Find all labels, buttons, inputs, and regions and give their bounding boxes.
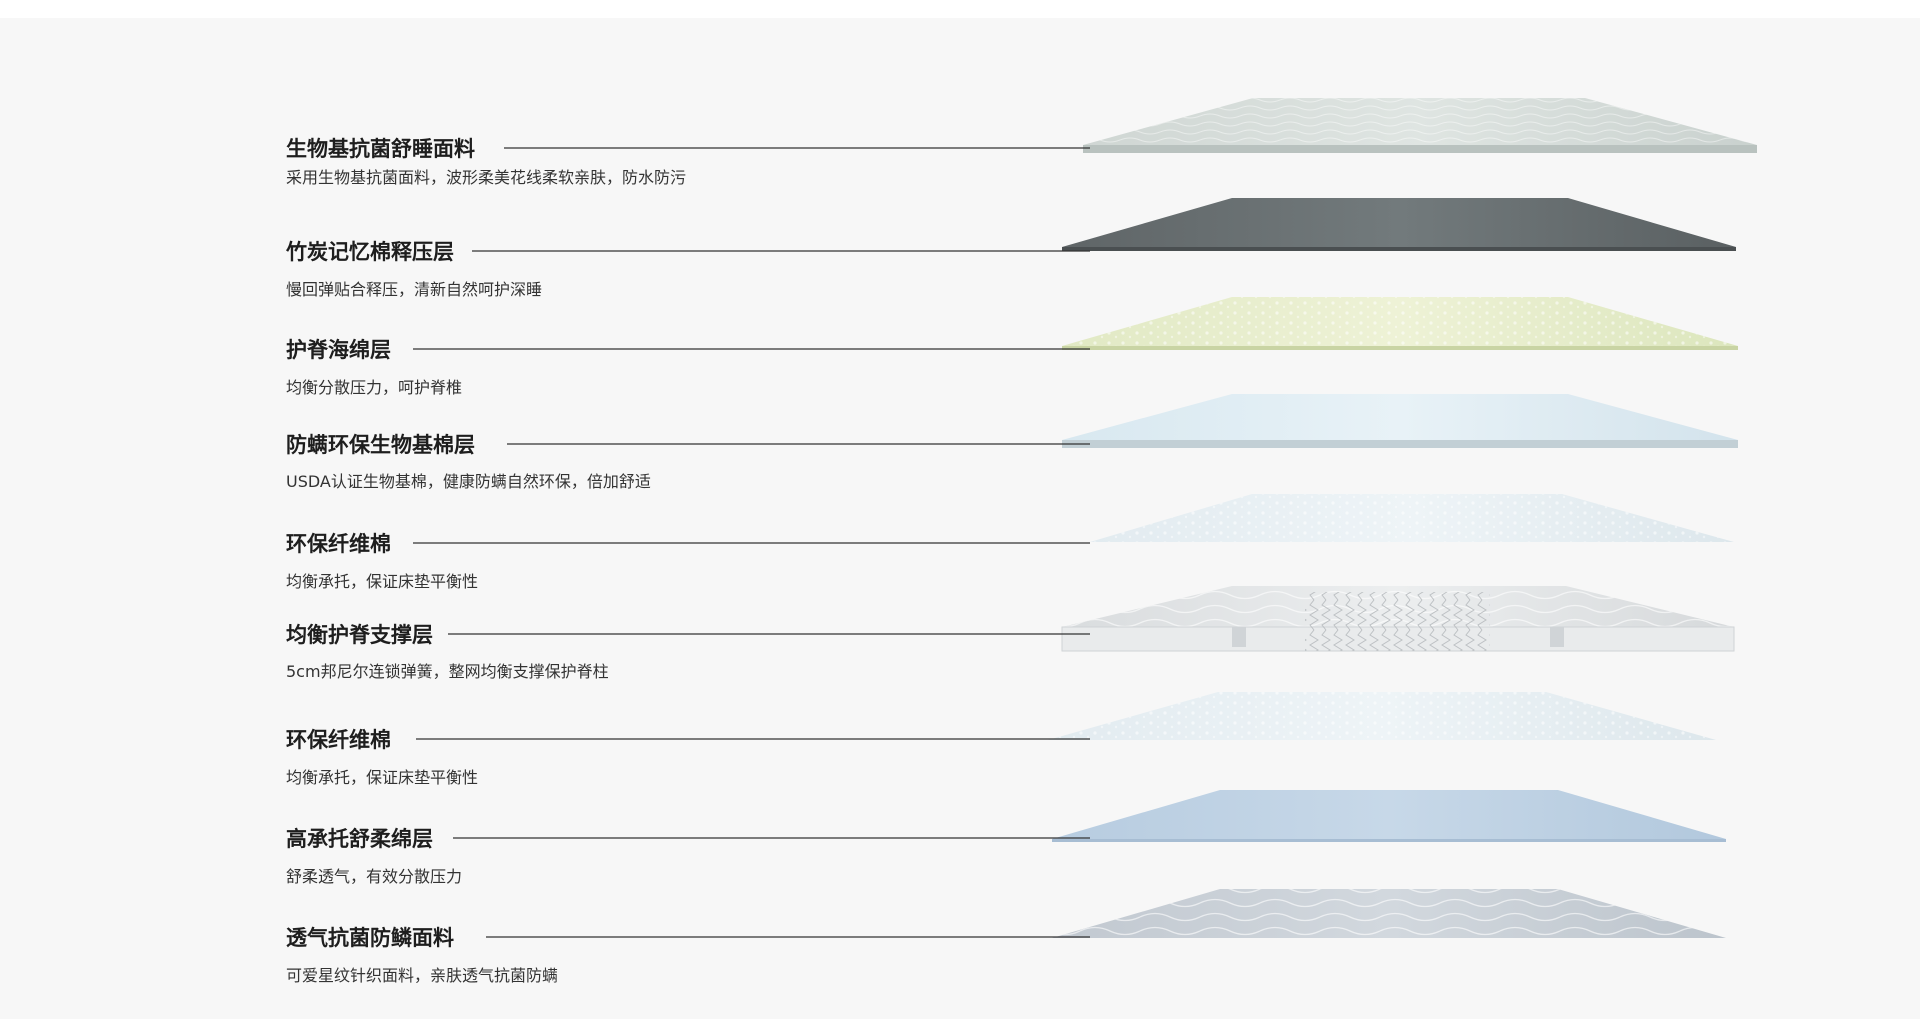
layer-title: 环保纤维棉 bbox=[286, 728, 391, 752]
layer-4-cotton bbox=[1062, 394, 1738, 448]
layer-description: 可爱星纹针织面料，亲肤透气抗菌防螨 bbox=[286, 966, 559, 985]
layer-3-sponge bbox=[1062, 297, 1738, 350]
layer-1-fabric bbox=[1083, 98, 1757, 153]
leader-lines bbox=[413, 147, 1090, 938]
layer-label-4: 防螨环保生物基棉层 USDA认证生物基棉，健康防螨自然环保，倍加舒适 bbox=[286, 432, 806, 492]
layer-description: 采用生物基抗菌面料，波形柔美花线柔软亲肤，防水防污 bbox=[286, 168, 687, 187]
layer-title: 护脊海绵层 bbox=[286, 338, 391, 362]
layer-6-springs bbox=[1061, 586, 1735, 652]
layer-description: USDA认证生物基棉，健康防螨自然环保，倍加舒适 bbox=[286, 472, 651, 491]
layer-title: 生物基抗菌舒睡面料 bbox=[286, 137, 475, 161]
layer-2-charcoal-foam bbox=[1062, 198, 1736, 251]
layer-label-7: 环保纤维棉 均衡承托，保证床垫平衡性 bbox=[286, 727, 806, 788]
layer-8-comfort-foam bbox=[1052, 790, 1726, 842]
layer-title: 高承托舒柔绵层 bbox=[286, 827, 433, 851]
layer-5-fiber bbox=[1090, 494, 1734, 542]
layer-title: 防螨环保生物基棉层 bbox=[286, 433, 475, 457]
layer-label-6: 均衡护脊支撑层 5cm邦尼尔连锁弹簧，整网均衡支撑保护脊柱 bbox=[286, 622, 806, 682]
layer-description: 均衡承托，保证床垫平衡性 bbox=[286, 768, 479, 787]
layer-label-5: 环保纤维棉 均衡承托，保证床垫平衡性 bbox=[286, 531, 806, 592]
layer-label-9: 透气抗菌防鳞面料 可爱星纹针织面料，亲肤透气抗菌防螨 bbox=[286, 925, 806, 986]
layer-9-knit-fabric bbox=[1052, 889, 1726, 938]
layer-description: 均衡承托，保证床垫平衡性 bbox=[286, 572, 479, 591]
layer-label-3: 护脊海绵层 均衡分散压力，呵护脊椎 bbox=[286, 337, 806, 398]
layer-title: 均衡护脊支撑层 bbox=[286, 623, 433, 647]
layer-label-2: 竹炭记忆棉释压层 慢回弹贴合释压，清新自然呵护深睡 bbox=[286, 239, 806, 300]
layer-7-fiber bbox=[1048, 692, 1716, 740]
layer-title: 竹炭记忆棉释压层 bbox=[286, 240, 454, 264]
layer-description: 舒柔透气，有效分散压力 bbox=[286, 867, 463, 886]
layer-title: 透气抗菌防鳞面料 bbox=[286, 926, 454, 950]
layer-label-1: 生物基抗菌舒睡面料 采用生物基抗菌面料，波形柔美花线柔软亲肤，防水防污 bbox=[286, 136, 806, 188]
layer-description: 均衡分散压力，呵护脊椎 bbox=[286, 378, 463, 397]
layer-description: 慢回弹贴合释压，清新自然呵护深睡 bbox=[286, 280, 543, 299]
layer-title: 环保纤维棉 bbox=[286, 532, 391, 556]
layer-label-8: 高承托舒柔绵层 舒柔透气，有效分散压力 bbox=[286, 826, 806, 887]
layer-description: 5cm邦尼尔连锁弹簧，整网均衡支撑保护脊柱 bbox=[286, 662, 609, 681]
